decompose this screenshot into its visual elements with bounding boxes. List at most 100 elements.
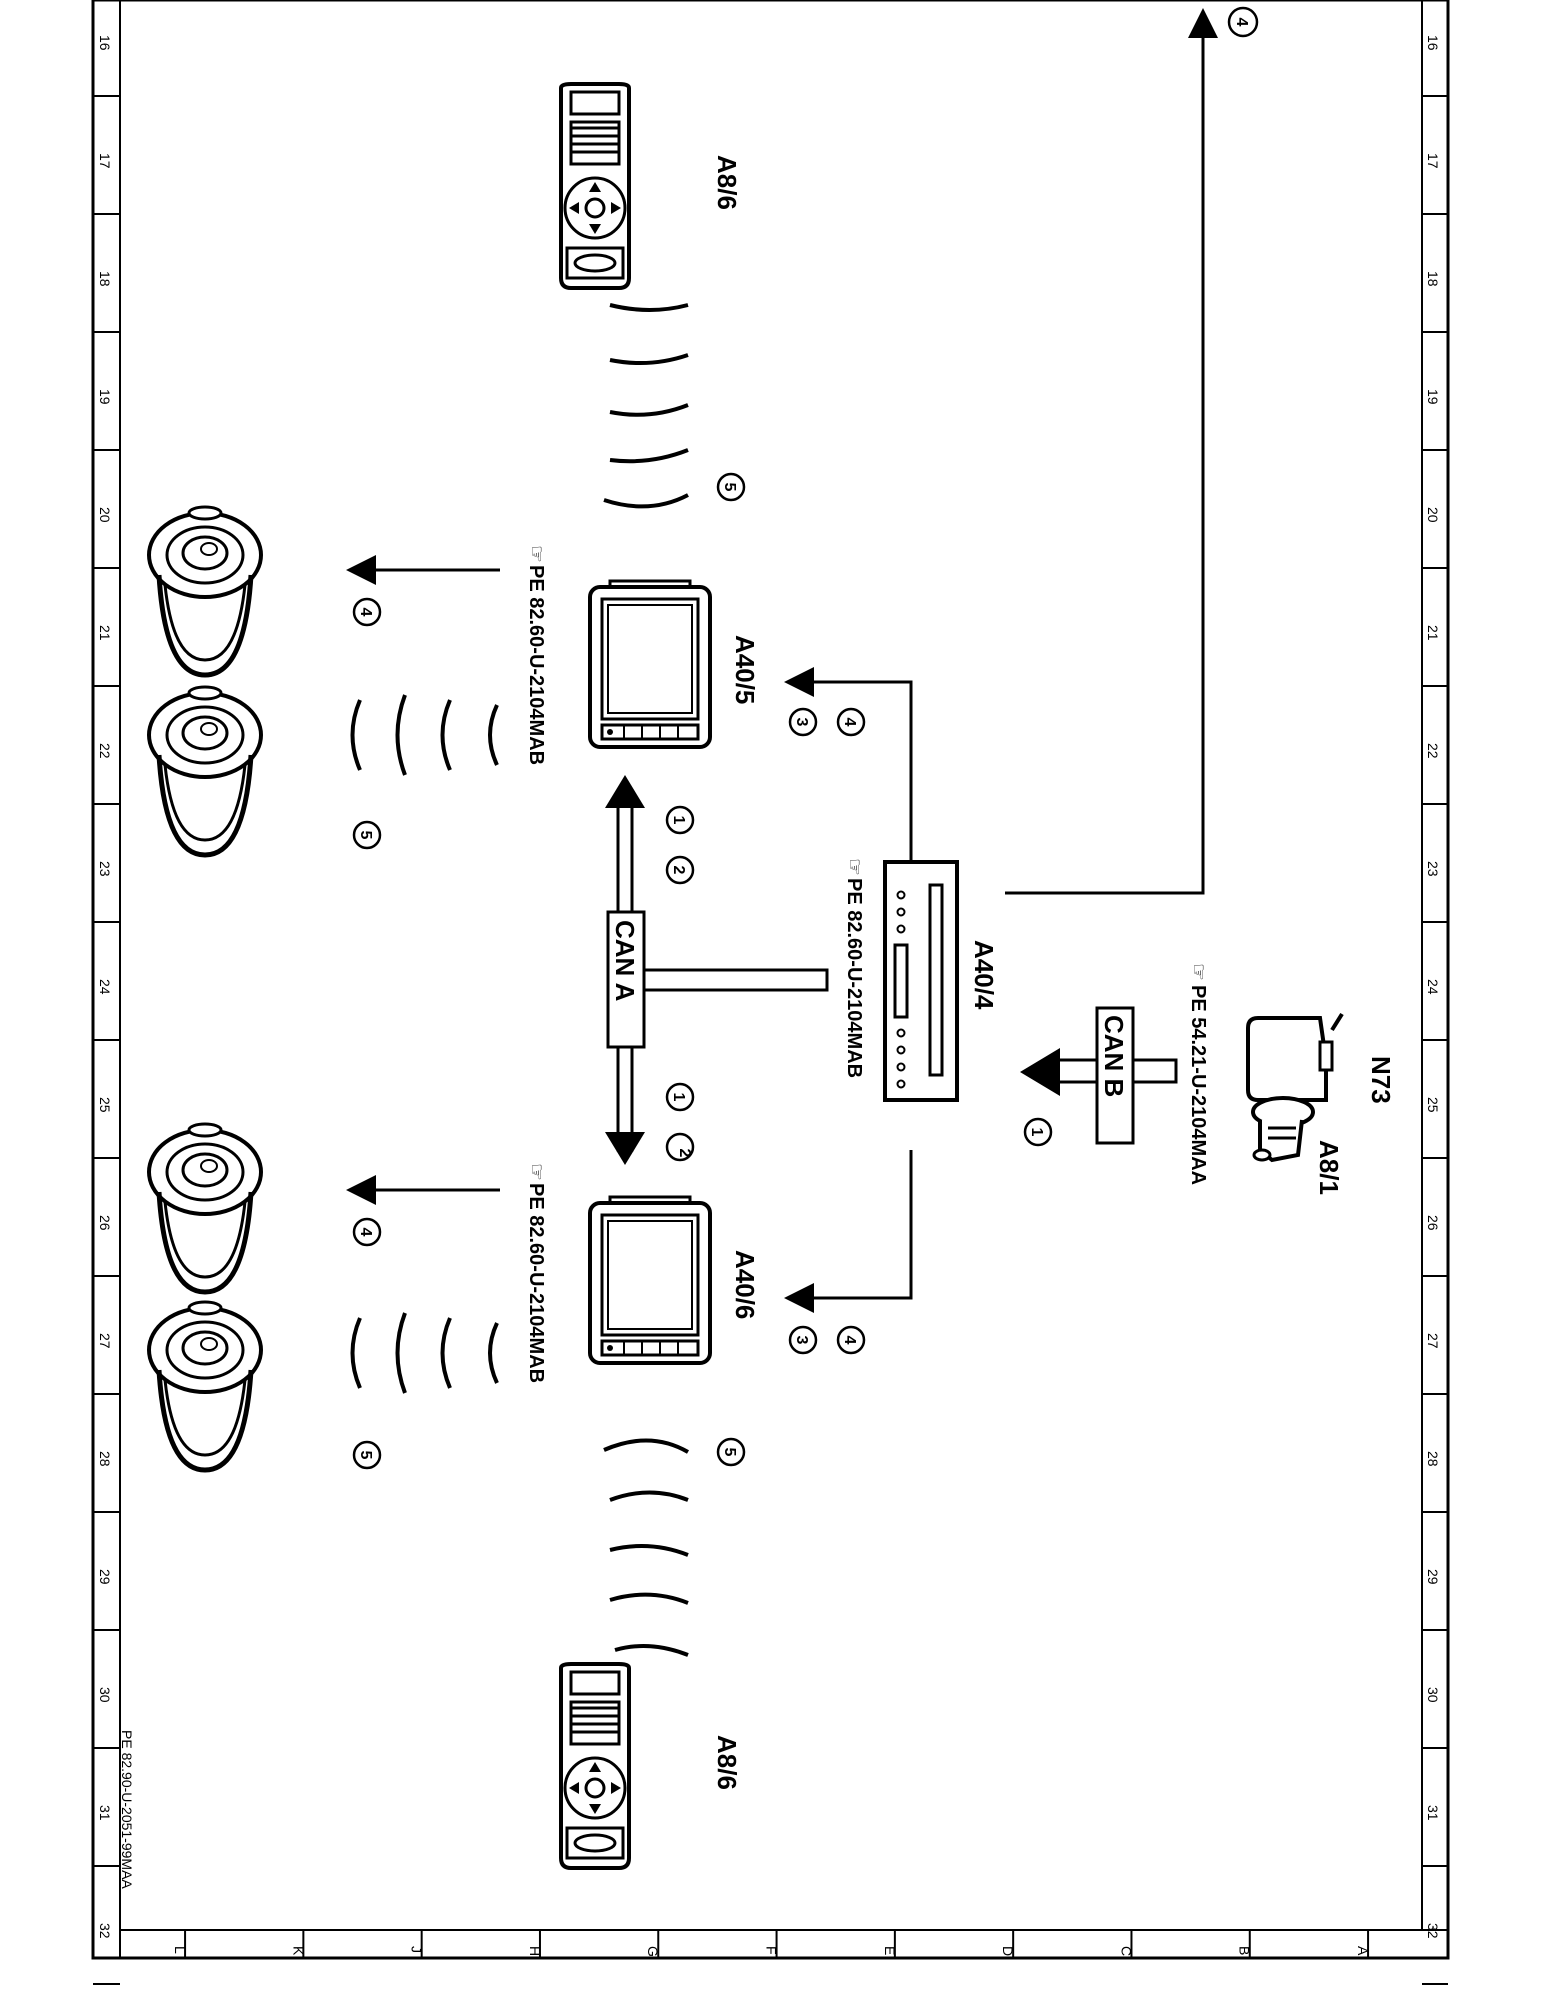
ruler-number-left: 24: [97, 979, 113, 995]
label-remote-top: A8/6: [712, 155, 742, 210]
remote-icon: [559, 1662, 631, 1870]
headphone-left-b: [149, 687, 261, 855]
marker-1-left: 1: [665, 805, 695, 835]
ruler-number-right: 22: [1425, 743, 1441, 759]
monitor-icon: [588, 579, 712, 749]
ruler-letter-bottom: A: [1355, 1946, 1371, 1956]
ruler-letter-bottom: E: [882, 1946, 898, 1955]
remote-control-top: [559, 82, 631, 290]
ruler-number-left: 29: [97, 1569, 113, 1585]
svg-text:2: 2: [676, 1149, 693, 1158]
wireless-waves-left: [350, 694, 499, 776]
can-a-bus: CAN A: [605, 775, 829, 1165]
ruler-number-left: 22: [97, 743, 113, 759]
marker-5-hp-left: 5: [352, 820, 382, 850]
line-dvd-to-a40-6: [784, 1150, 913, 1313]
left-grid-ruler: 16 17 18 19 20 21 22 23 24 25 26 27 28 29 30 31 32: [93, 35, 120, 1985]
marker-3-a40-5: 3: [788, 707, 818, 737]
marker-5-hp-right: 5: [352, 1440, 382, 1470]
label-remote-bottom: A8/6: [712, 1735, 742, 1790]
ruler-number-left: 19: [97, 389, 113, 405]
doc-reference: PE 82.90-U-2051-99MAA: [119, 1730, 135, 1889]
svg-text:4: 4: [841, 1336, 858, 1345]
ruler-number-left: 23: [97, 861, 113, 877]
headphone-left-a: [149, 507, 261, 675]
svg-text:2: 2: [670, 866, 687, 875]
hand-icon: ☞: [843, 858, 865, 876]
ruler-number-right: 26: [1425, 1215, 1441, 1231]
ruler-number-left: 31: [97, 1805, 113, 1821]
ruler-number-right: 28: [1425, 1451, 1441, 1467]
ruler-number-left: 18: [97, 271, 113, 287]
headphone-right-b: [149, 1302, 261, 1470]
ruler-number-left: 30: [97, 1687, 113, 1703]
ruler-number-right: 20: [1425, 507, 1441, 523]
ruler-number-right: 29: [1425, 1569, 1441, 1585]
svg-text:4: 4: [357, 1228, 374, 1237]
ruler-letter-bottom: C: [1118, 1946, 1134, 1956]
ruler-number-left: 16: [97, 35, 113, 51]
ruler-number-left: 17: [97, 153, 113, 169]
marker-4-hp-right: 4: [352, 1217, 382, 1247]
headphone-icon: [149, 507, 261, 675]
marker-2-right: 2: [665, 1132, 695, 1162]
monitor-a40-5: [588, 579, 712, 749]
ruler-letter-bottom: B: [1237, 1946, 1253, 1955]
label-n73: N73: [1366, 1056, 1396, 1104]
marker-2-left: 2: [665, 855, 695, 885]
ref-n73: PE 54.21-U-2104MAA: [1187, 985, 1209, 1185]
remote-control-bottom: [559, 1662, 631, 1870]
hand-icon: ☞: [1187, 963, 1209, 981]
ignition-switch-n73: [1246, 1012, 1344, 1163]
line-dvd-to-a40-5: [784, 667, 913, 862]
marker-5-remote-top: 5: [716, 472, 746, 502]
marker-4-hp-left: 4: [352, 597, 382, 627]
ruler-number-left: 20: [97, 507, 113, 523]
ref-monitor-left: PE 82.60-U-2104MAB: [525, 565, 547, 765]
svg-text:5: 5: [357, 831, 374, 840]
marker-1-canb: 1: [1023, 1117, 1053, 1147]
hand-icon: ☞: [525, 545, 547, 563]
ref-dvd: PE 82.60-U-2104MAB: [843, 878, 865, 1078]
hand-icon: ☞: [525, 1163, 547, 1181]
line-dvd-to-top: [1005, 8, 1218, 895]
svg-text:1: 1: [670, 1093, 687, 1102]
monitor-icon: [588, 1195, 712, 1365]
ir-waves-bottom: [603, 1438, 690, 1657]
svg-text:4: 4: [1233, 18, 1250, 27]
label-monitor-right: A40/6: [730, 1250, 760, 1319]
marker-4-top: 4: [1227, 6, 1259, 38]
svg-text:3: 3: [793, 718, 810, 727]
marker-1-right: 1: [665, 1082, 695, 1112]
can-b-bus: CAN B: [1020, 1006, 1178, 1145]
ruler-letter-bottom: F: [764, 1946, 780, 1955]
svg-text:3: 3: [793, 1336, 810, 1345]
label-dvd: A40/4: [969, 940, 999, 1010]
ruler-number-left: 27: [97, 1333, 113, 1349]
ruler-number-right: 21: [1425, 625, 1441, 641]
svg-text:5: 5: [357, 1451, 374, 1460]
ruler-letter-bottom: D: [1000, 1946, 1016, 1956]
ruler-number-left: 26: [97, 1215, 113, 1231]
remote-icon: [559, 82, 631, 290]
ruler-number-left: 25: [97, 1097, 113, 1113]
marker-3-a40-6: 3: [788, 1325, 818, 1355]
ref-monitor-right: PE 82.60-U-2104MAB: [525, 1183, 547, 1383]
ruler-number-right: 24: [1425, 979, 1441, 995]
headphone-icon: [149, 1124, 261, 1292]
dvd-player-a40-4: [883, 860, 959, 1102]
ruler-number-left: 28: [97, 1451, 113, 1467]
wireless-waves-right: [350, 1312, 499, 1394]
ruler-number-right: 18: [1425, 271, 1441, 287]
ruler-letter-bottom: K: [290, 1946, 306, 1956]
ruler-number-right: 16: [1425, 35, 1441, 51]
label-key: A8/1: [1314, 1140, 1344, 1195]
ruler-number-left: 21: [97, 625, 113, 641]
svg-text:4: 4: [357, 608, 374, 617]
ruler-number-left: 32: [97, 1923, 113, 1939]
ruler-number-right: 19: [1425, 389, 1441, 405]
can-a-label: CAN A: [610, 920, 640, 1002]
